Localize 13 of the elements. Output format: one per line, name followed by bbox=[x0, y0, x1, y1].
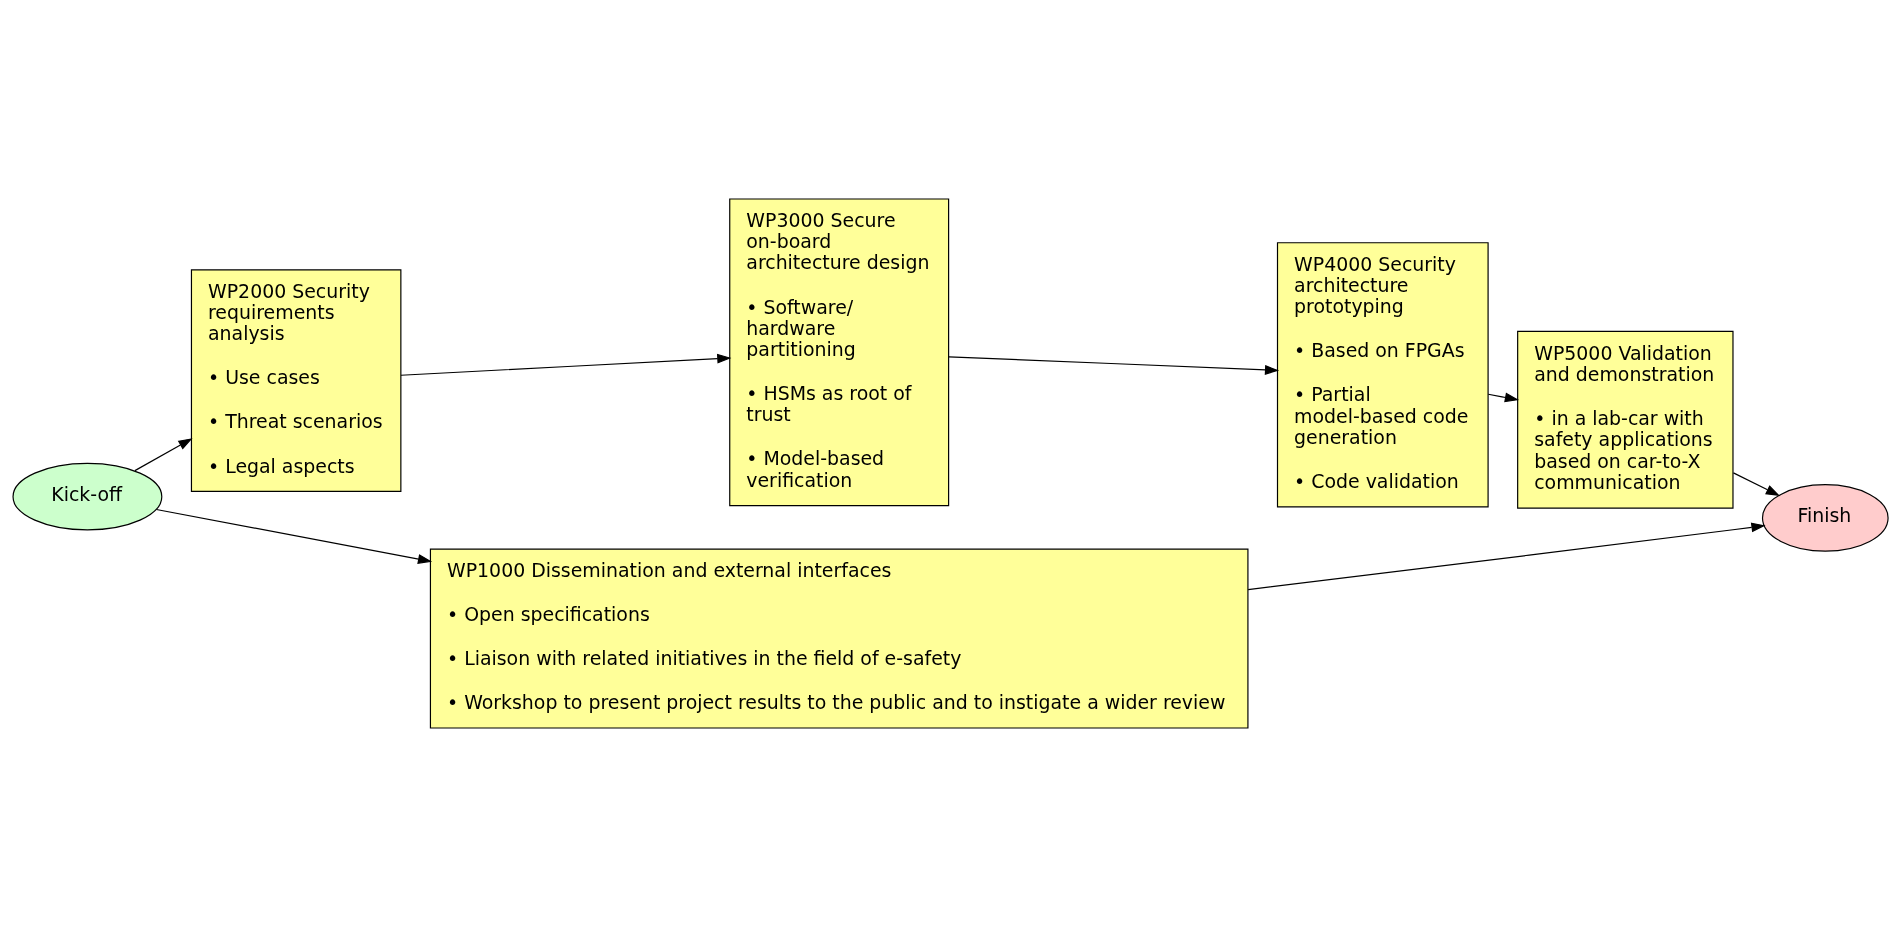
arrow bbox=[155, 508, 433, 564]
node-box: WP5000 Validation and demonstration • in a lab-car with safety applications based on car-to-X communication bbox=[1517, 330, 1734, 509]
node-ellipse: Kick-off bbox=[12, 462, 163, 531]
arrow bbox=[1732, 472, 1780, 496]
arrow bbox=[400, 353, 732, 376]
node-box: WP1000 Dissemination and external interfaces • Open specifications • Liaison with related initiatives in the field of e-safety • Workshop to present project results to the public and to instigate a wider review bbox=[429, 548, 1249, 729]
node-box: WP2000 Security requirements analysis • Use cases • Threat scenarios • Legal aspects bbox=[190, 269, 402, 492]
arrow bbox=[1487, 392, 1520, 403]
arrow bbox=[1247, 522, 1766, 591]
node-box: WP3000 Secure on-board architecture design • Software/ hardware partitioning • HSMs as root of trust • Model-based verification bbox=[729, 198, 950, 507]
node-box: WP4000 Security architecture prototyping • Based on FPGAs • Partial model-based code generation • Code validation bbox=[1276, 242, 1489, 508]
arrow bbox=[948, 356, 1280, 375]
arrow bbox=[134, 438, 193, 472]
